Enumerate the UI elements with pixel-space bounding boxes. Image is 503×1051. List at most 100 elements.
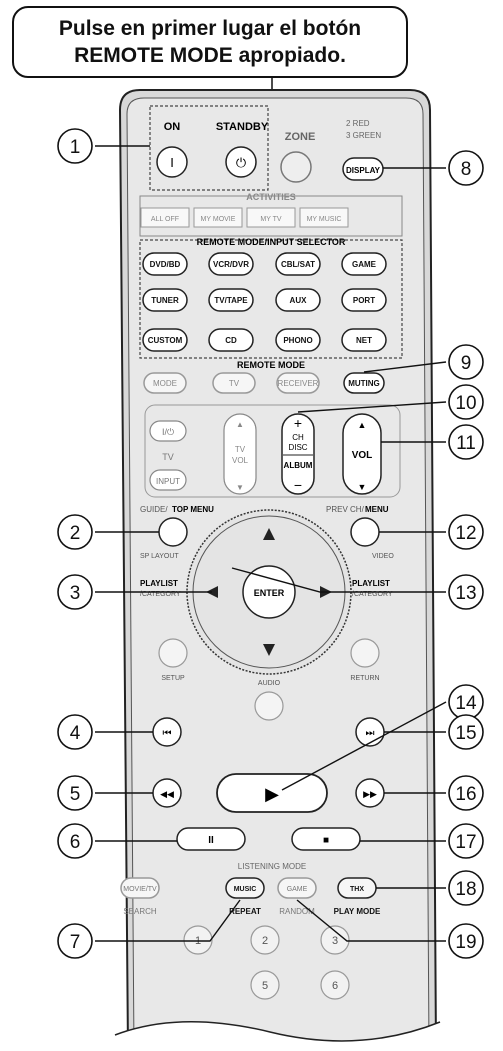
all-off-activity-button[interactable] [140, 207, 190, 228]
digit-6-button[interactable] [320, 970, 350, 1000]
tv-button[interactable] [212, 372, 256, 394]
game-label: GAME [352, 260, 377, 269]
top-menu-label: TOP MENU [172, 505, 214, 514]
cut-edge-line [114, 1020, 441, 1042]
digit-3-button[interactable] [320, 925, 350, 955]
tuner-button[interactable] [142, 288, 188, 312]
my-tv-activity-button[interactable] [246, 207, 296, 228]
ch-rocker[interactable] [281, 413, 315, 495]
cd-label: CD [225, 336, 237, 345]
pause-icon: II [208, 835, 214, 846]
phono-button[interactable] [275, 328, 321, 352]
callout-circle-10 [448, 384, 484, 420]
music-button[interactable] [225, 877, 265, 899]
callout-circle-3 [57, 574, 93, 610]
audio-button[interactable] [254, 691, 284, 721]
on-symbol: I [170, 155, 174, 170]
menu-button[interactable] [350, 517, 380, 547]
on-button[interactable] [156, 146, 188, 178]
callout-number-10: 10 [455, 393, 476, 414]
digit-1-button[interactable] [183, 925, 213, 955]
audio-label: AUDIO [258, 680, 281, 687]
search-label: SEARCH [123, 907, 157, 916]
return-label: RETURN [350, 675, 379, 682]
receiver-button[interactable] [276, 372, 320, 394]
callout-circle-7 [57, 923, 93, 959]
custom-button[interactable] [142, 328, 188, 352]
digit-5-button[interactable] [250, 970, 280, 1000]
play-button[interactable] [216, 773, 328, 813]
listening-mode-buttons: MOVIE/TVSEARCHMUSICREPEATGAMERANDOMTHXPL… [120, 877, 381, 916]
stop-button[interactable] [291, 827, 361, 851]
movie-tv-label: MOVIE/TV [123, 886, 157, 893]
leader-line-9 [363, 361, 447, 373]
tv-power-button[interactable] [149, 420, 187, 442]
dvd-bd-button[interactable] [142, 252, 188, 276]
tv-input-button[interactable] [149, 469, 187, 491]
dpad-up-icon[interactable] [263, 528, 275, 540]
port-button[interactable] [341, 288, 387, 312]
enter-button[interactable] [242, 565, 296, 619]
digit-2-button[interactable] [250, 925, 280, 955]
instruction-callout: Pulse en primer lugar el botón REMOTE MO… [12, 6, 408, 78]
zone-button[interactable] [280, 151, 312, 183]
tv-block-outline [144, 404, 401, 498]
callout-number-14: 14 [455, 693, 477, 714]
cut-edge [115, 1021, 440, 1051]
aux-button[interactable] [275, 288, 321, 312]
callout-circle-9 [448, 344, 484, 380]
tv-input-label: INPUT [156, 477, 180, 486]
stop-icon: ■ [323, 835, 329, 846]
callout-number-13: 13 [455, 583, 476, 604]
dpad-down-icon[interactable] [263, 644, 275, 656]
all-off-activity-label: ALL OFF [151, 216, 179, 223]
my-movie-activity-button[interactable] [193, 207, 243, 228]
vol-label: VOL [352, 450, 373, 461]
tv-label: TV [162, 452, 174, 462]
tv-label: TV [229, 379, 240, 388]
tv-tape-button[interactable] [208, 288, 254, 312]
game-button[interactable] [341, 252, 387, 276]
leader-line-14 [281, 701, 447, 791]
standby-button[interactable] [225, 146, 257, 178]
listening-mode-label: LISTENING MODE [238, 862, 306, 871]
tv-vol-rocker[interactable] [223, 413, 257, 495]
return-button[interactable] [350, 638, 380, 668]
game-button[interactable] [277, 877, 317, 899]
tv-vol-up-arrow: ▲ [236, 420, 244, 429]
top-menu-button[interactable] [158, 517, 188, 547]
net-button[interactable] [341, 328, 387, 352]
display-button[interactable] [342, 157, 384, 181]
callout-number-18: 18 [455, 879, 476, 900]
digit-6-label: 6 [332, 980, 338, 992]
my-music-activity-label: MY MUSIC [307, 216, 342, 223]
cd-button[interactable] [208, 328, 254, 352]
my-movie-activity-label: MY MOVIE [201, 216, 236, 223]
leader-line-10 [297, 401, 447, 413]
activities-label: ACTIVITIES [246, 192, 296, 202]
zone-label: ZONE [285, 131, 316, 143]
category-left-label: /CATEGORY [140, 591, 181, 598]
movie-tv-button[interactable] [120, 877, 160, 899]
callout-line-2: REMOTE MODE apropiado. [74, 44, 346, 67]
cbl-sat-button[interactable] [275, 252, 321, 276]
net-label: NET [356, 336, 372, 345]
setup-button[interactable] [158, 638, 188, 668]
vol-down-arrow: ▼ [358, 482, 367, 492]
pause-button[interactable] [176, 827, 246, 851]
tv-power-label: I/⏻ [162, 427, 174, 437]
random-label: RANDOM [279, 907, 315, 916]
muting-label: MUTING [348, 379, 380, 388]
enter-label: ENTER [254, 588, 285, 598]
vol-rocker[interactable] [342, 413, 382, 495]
custom-label: CUSTOM [148, 336, 183, 345]
muting-button[interactable] [343, 372, 385, 394]
mode-button[interactable] [143, 372, 187, 394]
vcr-dvr-button[interactable] [208, 252, 254, 276]
my-music-activity-button[interactable] [299, 207, 349, 228]
callout-number-16: 16 [455, 784, 476, 805]
